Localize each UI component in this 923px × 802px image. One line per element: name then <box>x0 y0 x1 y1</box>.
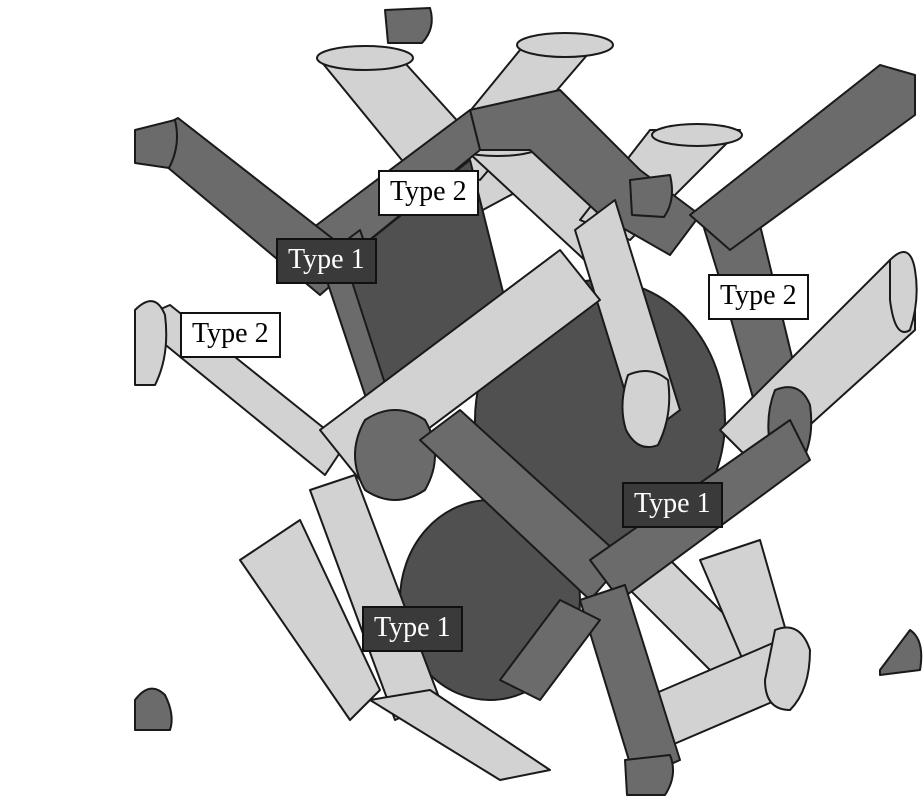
strut-dark-lower-mid <box>499 599 601 701</box>
strut-upper-right <box>689 64 916 251</box>
strut-cap-left <box>134 300 168 386</box>
label-type1-center: Type 1 <box>622 482 723 528</box>
strut-cap-bottom-right <box>764 626 811 711</box>
strut-cap-bottom <box>624 754 675 796</box>
label-type1-bottom: Type 1 <box>362 606 463 652</box>
label-type2-left: Type 2 <box>180 312 281 358</box>
strut-cap-bottom-left <box>134 687 173 731</box>
strut-cap-upper-left <box>134 119 178 169</box>
strut-cap-center <box>621 370 671 449</box>
strut-end-cap <box>316 45 414 71</box>
strut-dark-vertical-bottom <box>579 584 681 781</box>
strut-end-cap <box>651 123 743 147</box>
strut-cap-right <box>889 251 918 333</box>
label-type2-right: Type 2 <box>708 274 809 320</box>
strut-cap-right-edge <box>879 629 923 676</box>
label-type1-top: Type 1 <box>276 238 377 284</box>
strut-end-cap <box>516 32 614 58</box>
label-type2-top: Type 2 <box>378 170 479 216</box>
strut-light-bottom-left <box>239 519 381 721</box>
strut-cap-top-right <box>629 174 673 218</box>
node-joint-center <box>354 409 436 501</box>
strut-cap-top <box>384 7 433 44</box>
strut-light-bottom-diag <box>369 689 551 781</box>
